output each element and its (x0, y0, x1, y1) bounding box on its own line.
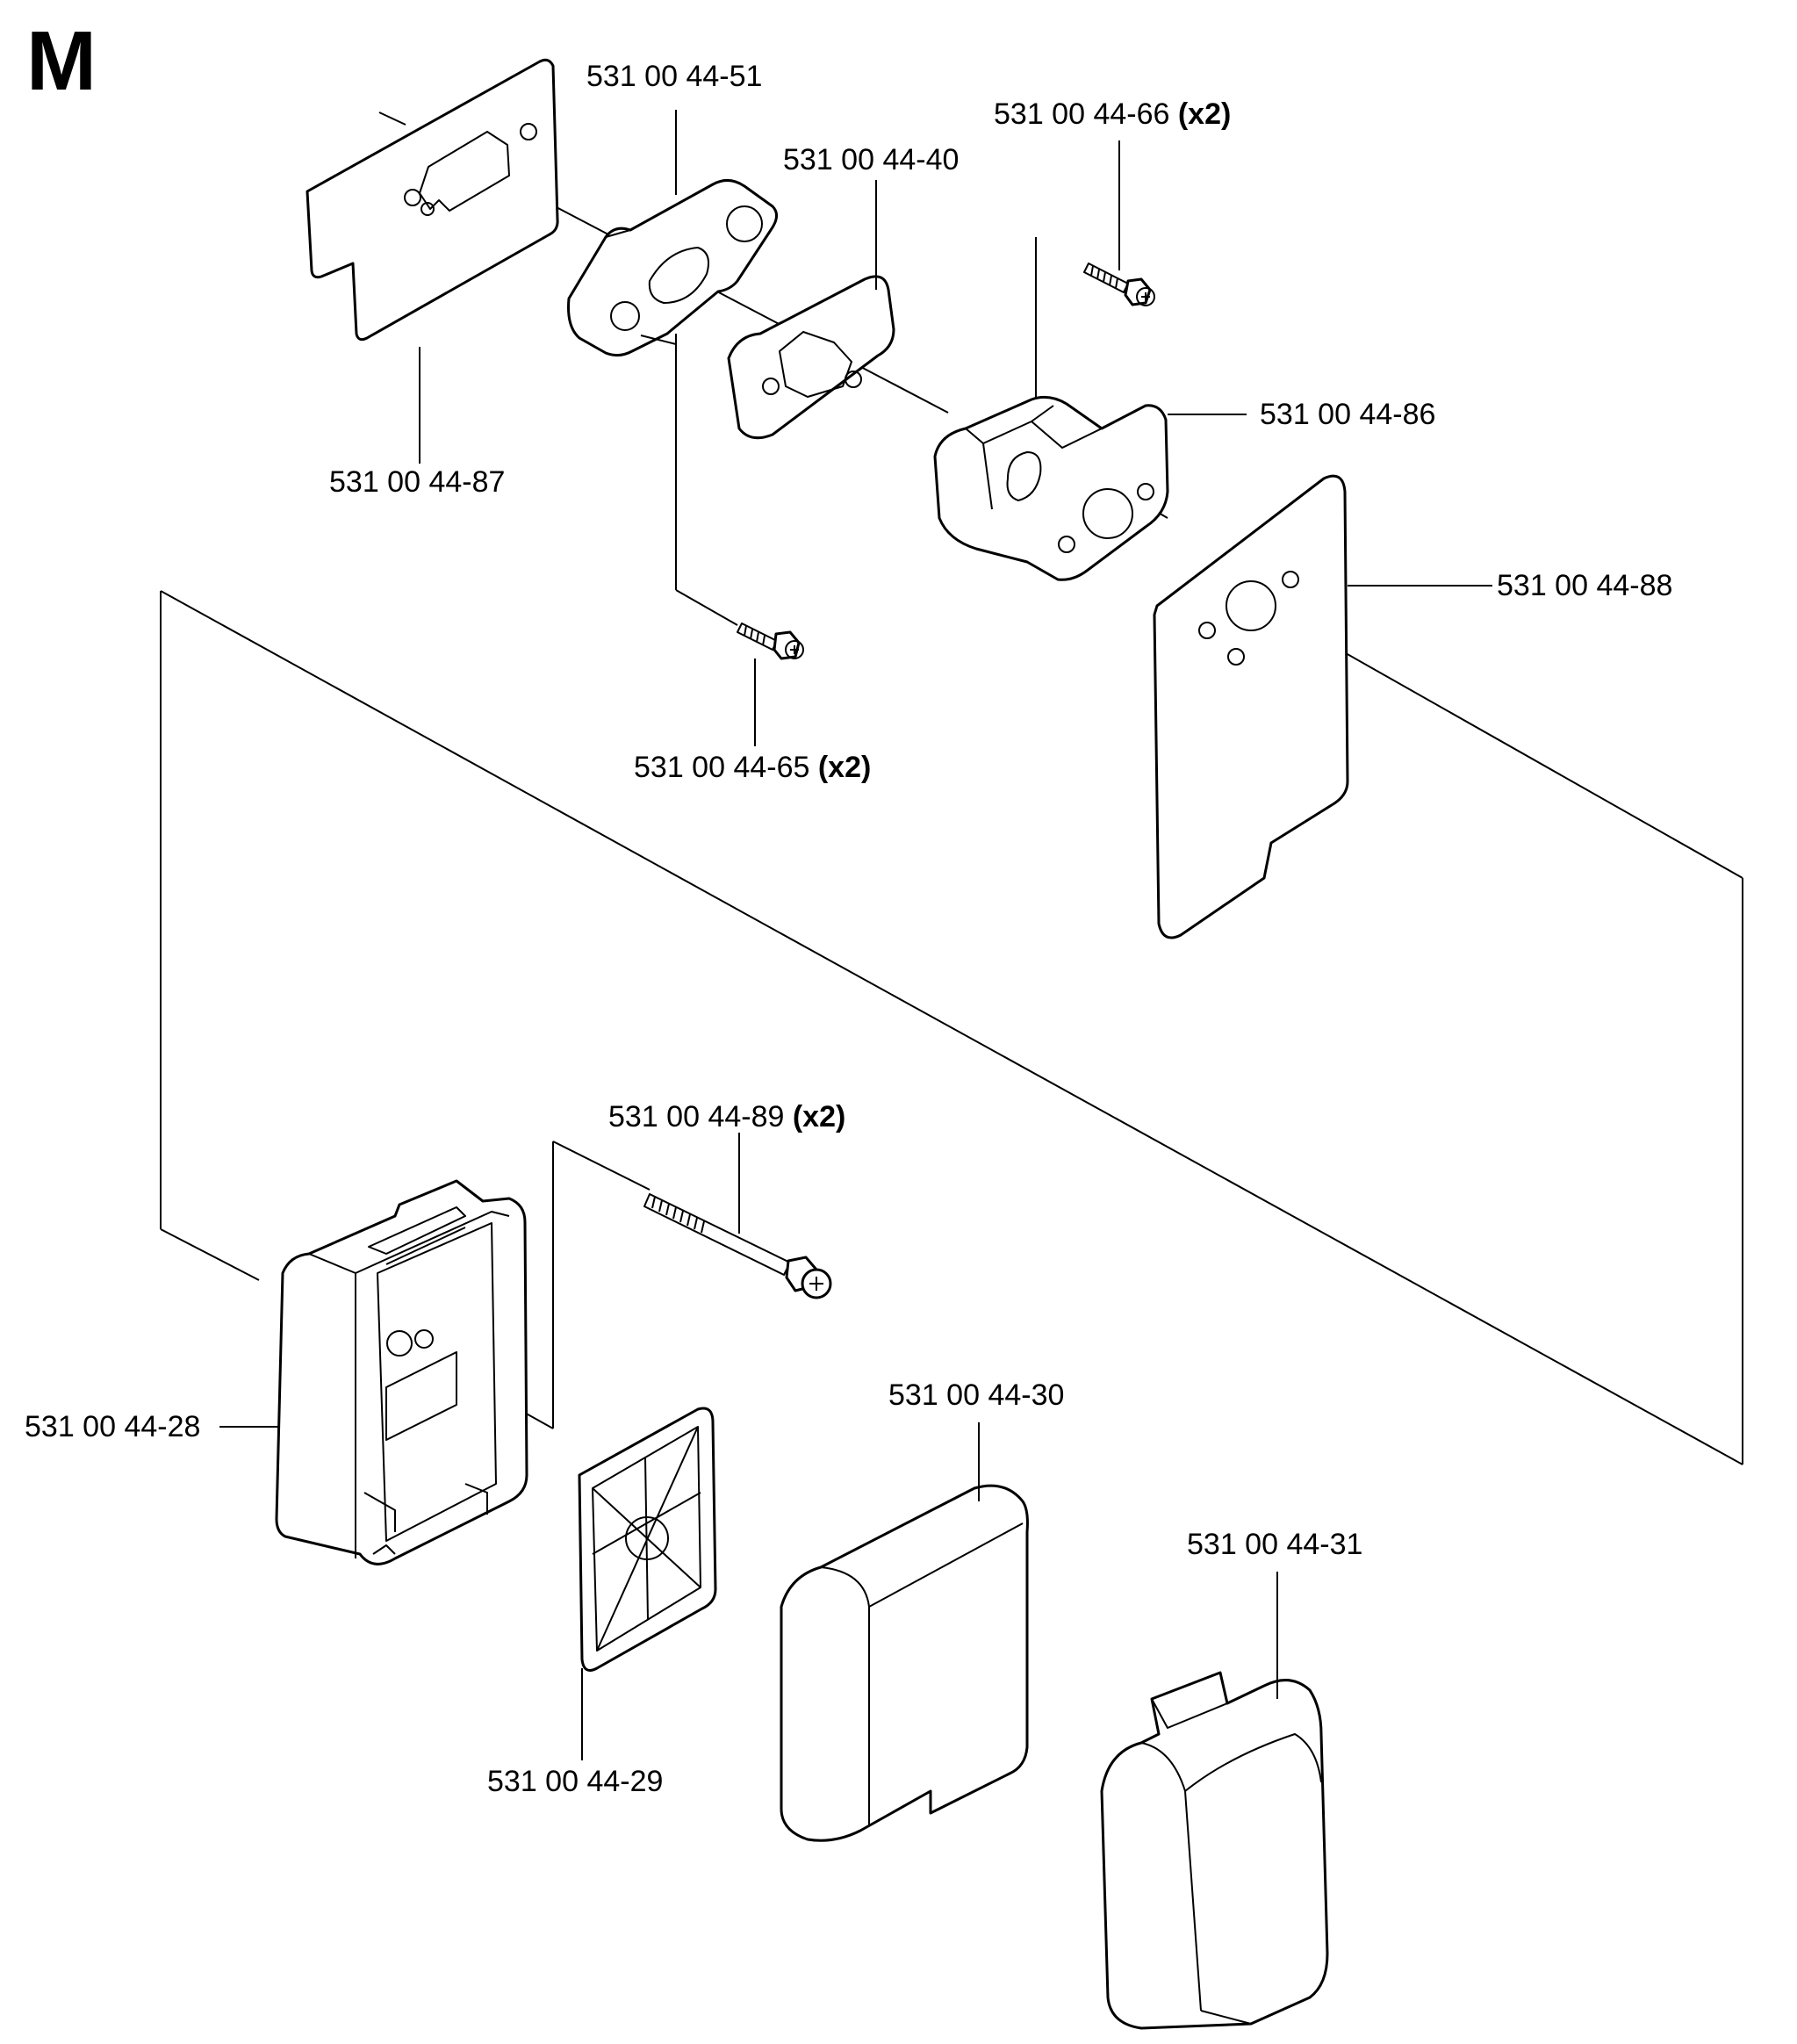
part-number: 531 00 44-40 (783, 143, 960, 176)
adaptor-86-drawing (933, 395, 1169, 581)
screw-65-drawing (737, 623, 804, 660)
part-number: 531 00 44-65 (634, 751, 810, 784)
leader-lines (219, 110, 1492, 1760)
part-quantity: (x2) (1177, 97, 1232, 131)
filter-housing-28-drawing (275, 1179, 528, 1565)
part-number: 531 00 44-86 (1260, 398, 1436, 431)
part-label-51[interactable]: 531 00 44-51 (586, 61, 762, 91)
part-number: 531 00 44-87 (329, 465, 506, 499)
screw-66-drawing (1083, 263, 1155, 306)
gasket-88-drawing (1153, 474, 1349, 939)
part-number: 531 00 44-51 (586, 60, 763, 93)
part-label-29[interactable]: 531 00 44-29 (487, 1767, 663, 1796)
part-number: 531 00 44-66 (994, 97, 1170, 131)
part-label-66[interactable]: 531 00 44-66 (x2) (994, 99, 1231, 129)
part-label-87[interactable]: 531 00 44-87 (329, 467, 505, 497)
part-number: 531 00 44-88 (1497, 569, 1673, 602)
part-number: 531 00 44-28 (25, 1410, 201, 1443)
part-label-89[interactable]: 531 00 44-89 (x2) (608, 1102, 845, 1132)
filter-cover-31-drawing (1100, 1671, 1329, 2030)
part-number: 531 00 44-29 (487, 1765, 664, 1798)
part-number: 531 00 44-31 (1187, 1528, 1363, 1561)
part-quantity: (x2) (792, 1100, 846, 1134)
part-label-30[interactable]: 531 00 44-30 (888, 1380, 1064, 1410)
part-label-28[interactable]: 531 00 44-28 (25, 1412, 200, 1442)
part-label-86[interactable]: 531 00 44-86 (1260, 399, 1435, 429)
part-label-40[interactable]: 531 00 44-40 (783, 145, 959, 175)
gasket-87-drawing (305, 58, 559, 342)
bolt-89-drawing (643, 1193, 832, 1299)
part-label-88[interactable]: 531 00 44-88 (1497, 571, 1672, 601)
filter-element-30-drawing (780, 1484, 1029, 1842)
gasket-40-drawing (727, 275, 895, 440)
part-label-65[interactable]: 531 00 44-65 (x2) (634, 752, 871, 782)
part-quantity: (x2) (817, 751, 872, 784)
part-number: 531 00 44-89 (608, 1100, 785, 1134)
part-number: 531 00 44-30 (888, 1378, 1065, 1412)
part-label-31[interactable]: 531 00 44-31 (1187, 1529, 1362, 1559)
section-letter: M (26, 14, 97, 108)
filter-grid-29-drawing (578, 1407, 717, 1672)
intake-block-51-drawing (567, 179, 778, 357)
